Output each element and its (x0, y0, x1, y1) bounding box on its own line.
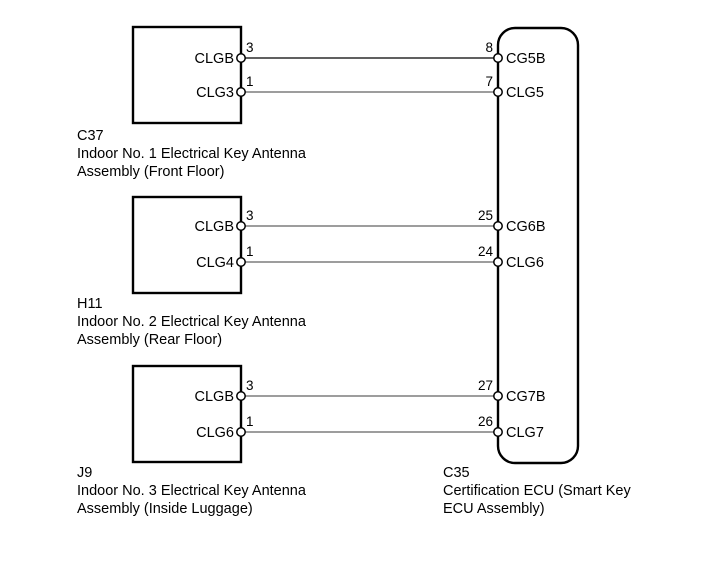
pin-number-c37-3: 3 (246, 40, 254, 55)
ecu-code-c35: C35 (443, 465, 470, 481)
signal-label-j9-clg6: CLG6 (196, 425, 234, 441)
connector-caption-j9-line2: Assembly (Inside Luggage) (77, 501, 253, 517)
ecu-caption-line1: Certification ECU (Smart Key (443, 483, 631, 499)
pin-terminal-j9-3 (236, 391, 246, 401)
ecu-outline-c35 (496, 26, 580, 465)
ecu-caption-line2: ECU Assembly) (443, 501, 545, 517)
connector-caption-c37-line2: Assembly (Front Floor) (77, 164, 224, 180)
pin-terminal-c35-24 (493, 257, 503, 267)
pin-terminal-j9-1 (236, 427, 246, 437)
pin-terminal-c37-1 (236, 87, 246, 97)
pin-terminal-c35-8 (493, 53, 503, 63)
signal-label-c37-clg3: CLG3 (196, 85, 234, 101)
signal-label-c35-clg7: CLG7 (506, 425, 544, 441)
pin-number-c35-25: 25 (478, 208, 493, 223)
connector-box-j9 (131, 364, 243, 464)
pin-terminal-c35-26 (493, 427, 503, 437)
signal-label-c35-cg7b: CG7B (506, 389, 546, 405)
signal-label-c35-clg5: CLG5 (506, 85, 544, 101)
connector-caption-h11-line1: Indoor No. 2 Electrical Key Antenna (77, 314, 307, 330)
pin-number-h11-3: 3 (246, 208, 254, 223)
connector-box-c37 (131, 25, 243, 125)
connector-caption-h11-line2: Assembly (Rear Floor) (77, 332, 222, 348)
pin-terminal-h11-1 (236, 257, 246, 267)
pin-terminal-c35-25 (493, 221, 503, 231)
signal-label-c35-cg5b: CG5B (506, 51, 546, 67)
connector-code-h11: H11 (77, 296, 103, 312)
pin-terminal-c35-27 (493, 391, 503, 401)
signal-label-h11-clg4: CLG4 (196, 255, 234, 271)
signal-label-j9-clgb: CLGB (195, 389, 235, 405)
pin-terminal-c37-3 (236, 53, 246, 63)
pin-number-c35-7: 7 (485, 74, 493, 89)
pin-number-c35-8: 8 (485, 40, 493, 55)
signal-label-c37-clgb: CLGB (195, 51, 235, 67)
pin-number-j9-1: 1 (246, 414, 254, 429)
pin-number-c35-24: 24 (478, 244, 494, 259)
pin-number-c37-1: 1 (246, 74, 254, 89)
signal-label-c35-clg6: CLG6 (506, 255, 544, 271)
pin-terminal-c35-7 (493, 87, 503, 97)
signal-label-h11-clgb: CLGB (195, 219, 235, 235)
pin-number-c35-27: 27 (478, 378, 493, 393)
pin-number-j9-3: 3 (246, 378, 254, 393)
connector-caption-c37-line1: Indoor No. 1 Electrical Key Antenna (77, 146, 307, 162)
pin-terminal-h11-3 (236, 221, 246, 231)
connector-code-j9: J9 (77, 465, 92, 481)
pin-number-h11-1: 1 (246, 244, 254, 259)
signal-label-c35-cg6b: CG6B (506, 219, 546, 235)
connector-caption-j9-line1: Indoor No. 3 Electrical Key Antenna (77, 483, 307, 499)
connector-box-h11 (131, 195, 243, 295)
connector-code-c37: C37 (77, 128, 104, 144)
pin-number-c35-26: 26 (478, 414, 493, 429)
